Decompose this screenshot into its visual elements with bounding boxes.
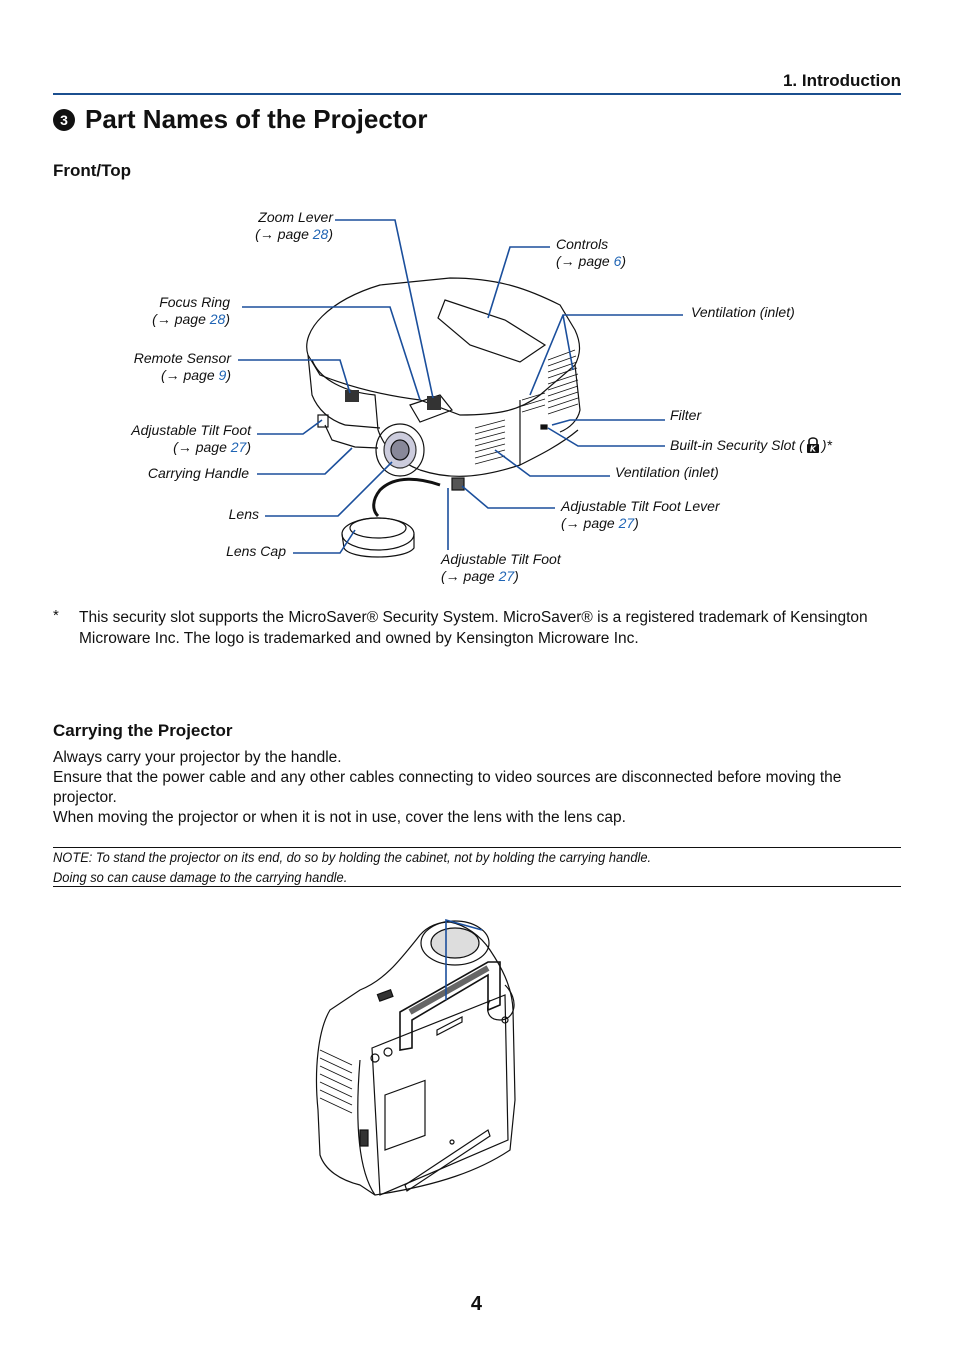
front-top-heading: Front/Top	[53, 161, 132, 180]
callout-tilt-foot-lever-label: Adjustable Tilt Foot Lever	[561, 498, 720, 514]
carrying-paragraph-1: Always carry your projector by the handl…	[53, 749, 342, 766]
callout-tilt-foot-left-ref: (→ page 27)	[173, 439, 251, 455]
callout-filter: Filter	[670, 407, 702, 423]
page-link[interactable]: 28	[312, 226, 329, 242]
callout-focus-ring: Focus Ring (→ page 28)	[152, 294, 230, 328]
callout-controls-label: Controls	[556, 236, 609, 252]
section-number-bullet: 3	[53, 108, 75, 131]
callout-zoom-lever-ref: (→ page 28)	[255, 226, 333, 242]
callout-focus-ring-label: Focus Ring	[159, 294, 230, 310]
kensington-lock-icon: K	[806, 437, 819, 454]
section-header: 1. Introduction	[782, 71, 901, 90]
callout-zoom-lever: Zoom Lever (→ page 28)	[255, 209, 333, 243]
callout-controls: Controls (→ page 6)	[556, 236, 626, 270]
page-title-text: Part Names of the Projector	[85, 104, 428, 134]
callout-ventilation-top: Ventilation (inlet)	[691, 304, 795, 320]
callout-remote-sensor: Remote Sensor (→ page 9)	[134, 350, 231, 384]
page-link[interactable]: 27	[618, 515, 635, 531]
page-link[interactable]: 6	[613, 253, 622, 269]
callout-tilt-foot-left: Adjustable Tilt Foot (→ page 27)	[131, 422, 251, 456]
page-link[interactable]: 27	[498, 568, 515, 584]
callout-ventilation-bottom: Ventilation (inlet)	[615, 464, 719, 480]
callout-lens: Lens	[228, 506, 259, 522]
callout-tilt-foot-bottom: Adjustable Tilt Foot (→ page 27)	[441, 551, 561, 585]
callout-tilt-foot-bottom-label: Adjustable Tilt Foot	[441, 551, 561, 567]
note-bottom-rule	[53, 886, 901, 887]
callout-tilt-foot-lever: Adjustable Tilt Foot Lever (→ page 27)	[561, 498, 720, 532]
callout-remote-sensor-ref: (→ page 9)	[160, 367, 231, 383]
page-link[interactable]: 27	[230, 439, 247, 455]
callout-carrying-handle: Carrying Handle	[147, 465, 249, 481]
note-line-2: Doing so can cause damage to the carryin…	[53, 869, 348, 885]
carrying-heading: Carrying the Projector	[53, 721, 233, 740]
callout-tilt-foot-left-label: Adjustable Tilt Foot	[131, 422, 251, 438]
callout-lens-cap: Lens Cap	[226, 543, 286, 559]
page-link[interactable]: 9	[218, 367, 227, 383]
page-title: 3 Part Names of the Projector	[53, 104, 427, 135]
header-rule	[53, 93, 901, 95]
callout-remote-sensor-label: Remote Sensor	[133, 350, 231, 366]
svg-text:K: K	[810, 445, 817, 454]
note-line-1: NOTE: To stand the projector on its end,…	[53, 849, 652, 865]
callout-controls-ref: (→ page 6)	[556, 253, 627, 269]
callout-tilt-foot-bottom-ref: (→ page 27)	[441, 568, 519, 584]
page-link[interactable]: 28	[209, 311, 226, 327]
callout-security-slot: Built-in Security Slot ( K )*	[670, 436, 832, 454]
note-top-rule	[53, 847, 901, 848]
callout-security-slot-suffix: )*	[821, 436, 832, 453]
callout-tilt-foot-lever-ref: (→ page 27)	[561, 515, 639, 531]
carrying-paragraph-3: When moving the projector or when it is …	[53, 809, 626, 826]
callout-focus-ring-ref: (→ page 28)	[152, 311, 230, 327]
carrying-paragraph-2: Ensure that the power cable and any othe…	[53, 769, 842, 806]
callout-security-slot-label: Built-in Security Slot (	[670, 436, 804, 453]
callout-zoom-lever-label: Zoom Lever	[258, 209, 333, 225]
page-number: 4	[470, 1293, 482, 1315]
footnote-text: This security slot supports the MicroSav…	[79, 609, 868, 647]
footnote-marker: *	[53, 607, 59, 624]
